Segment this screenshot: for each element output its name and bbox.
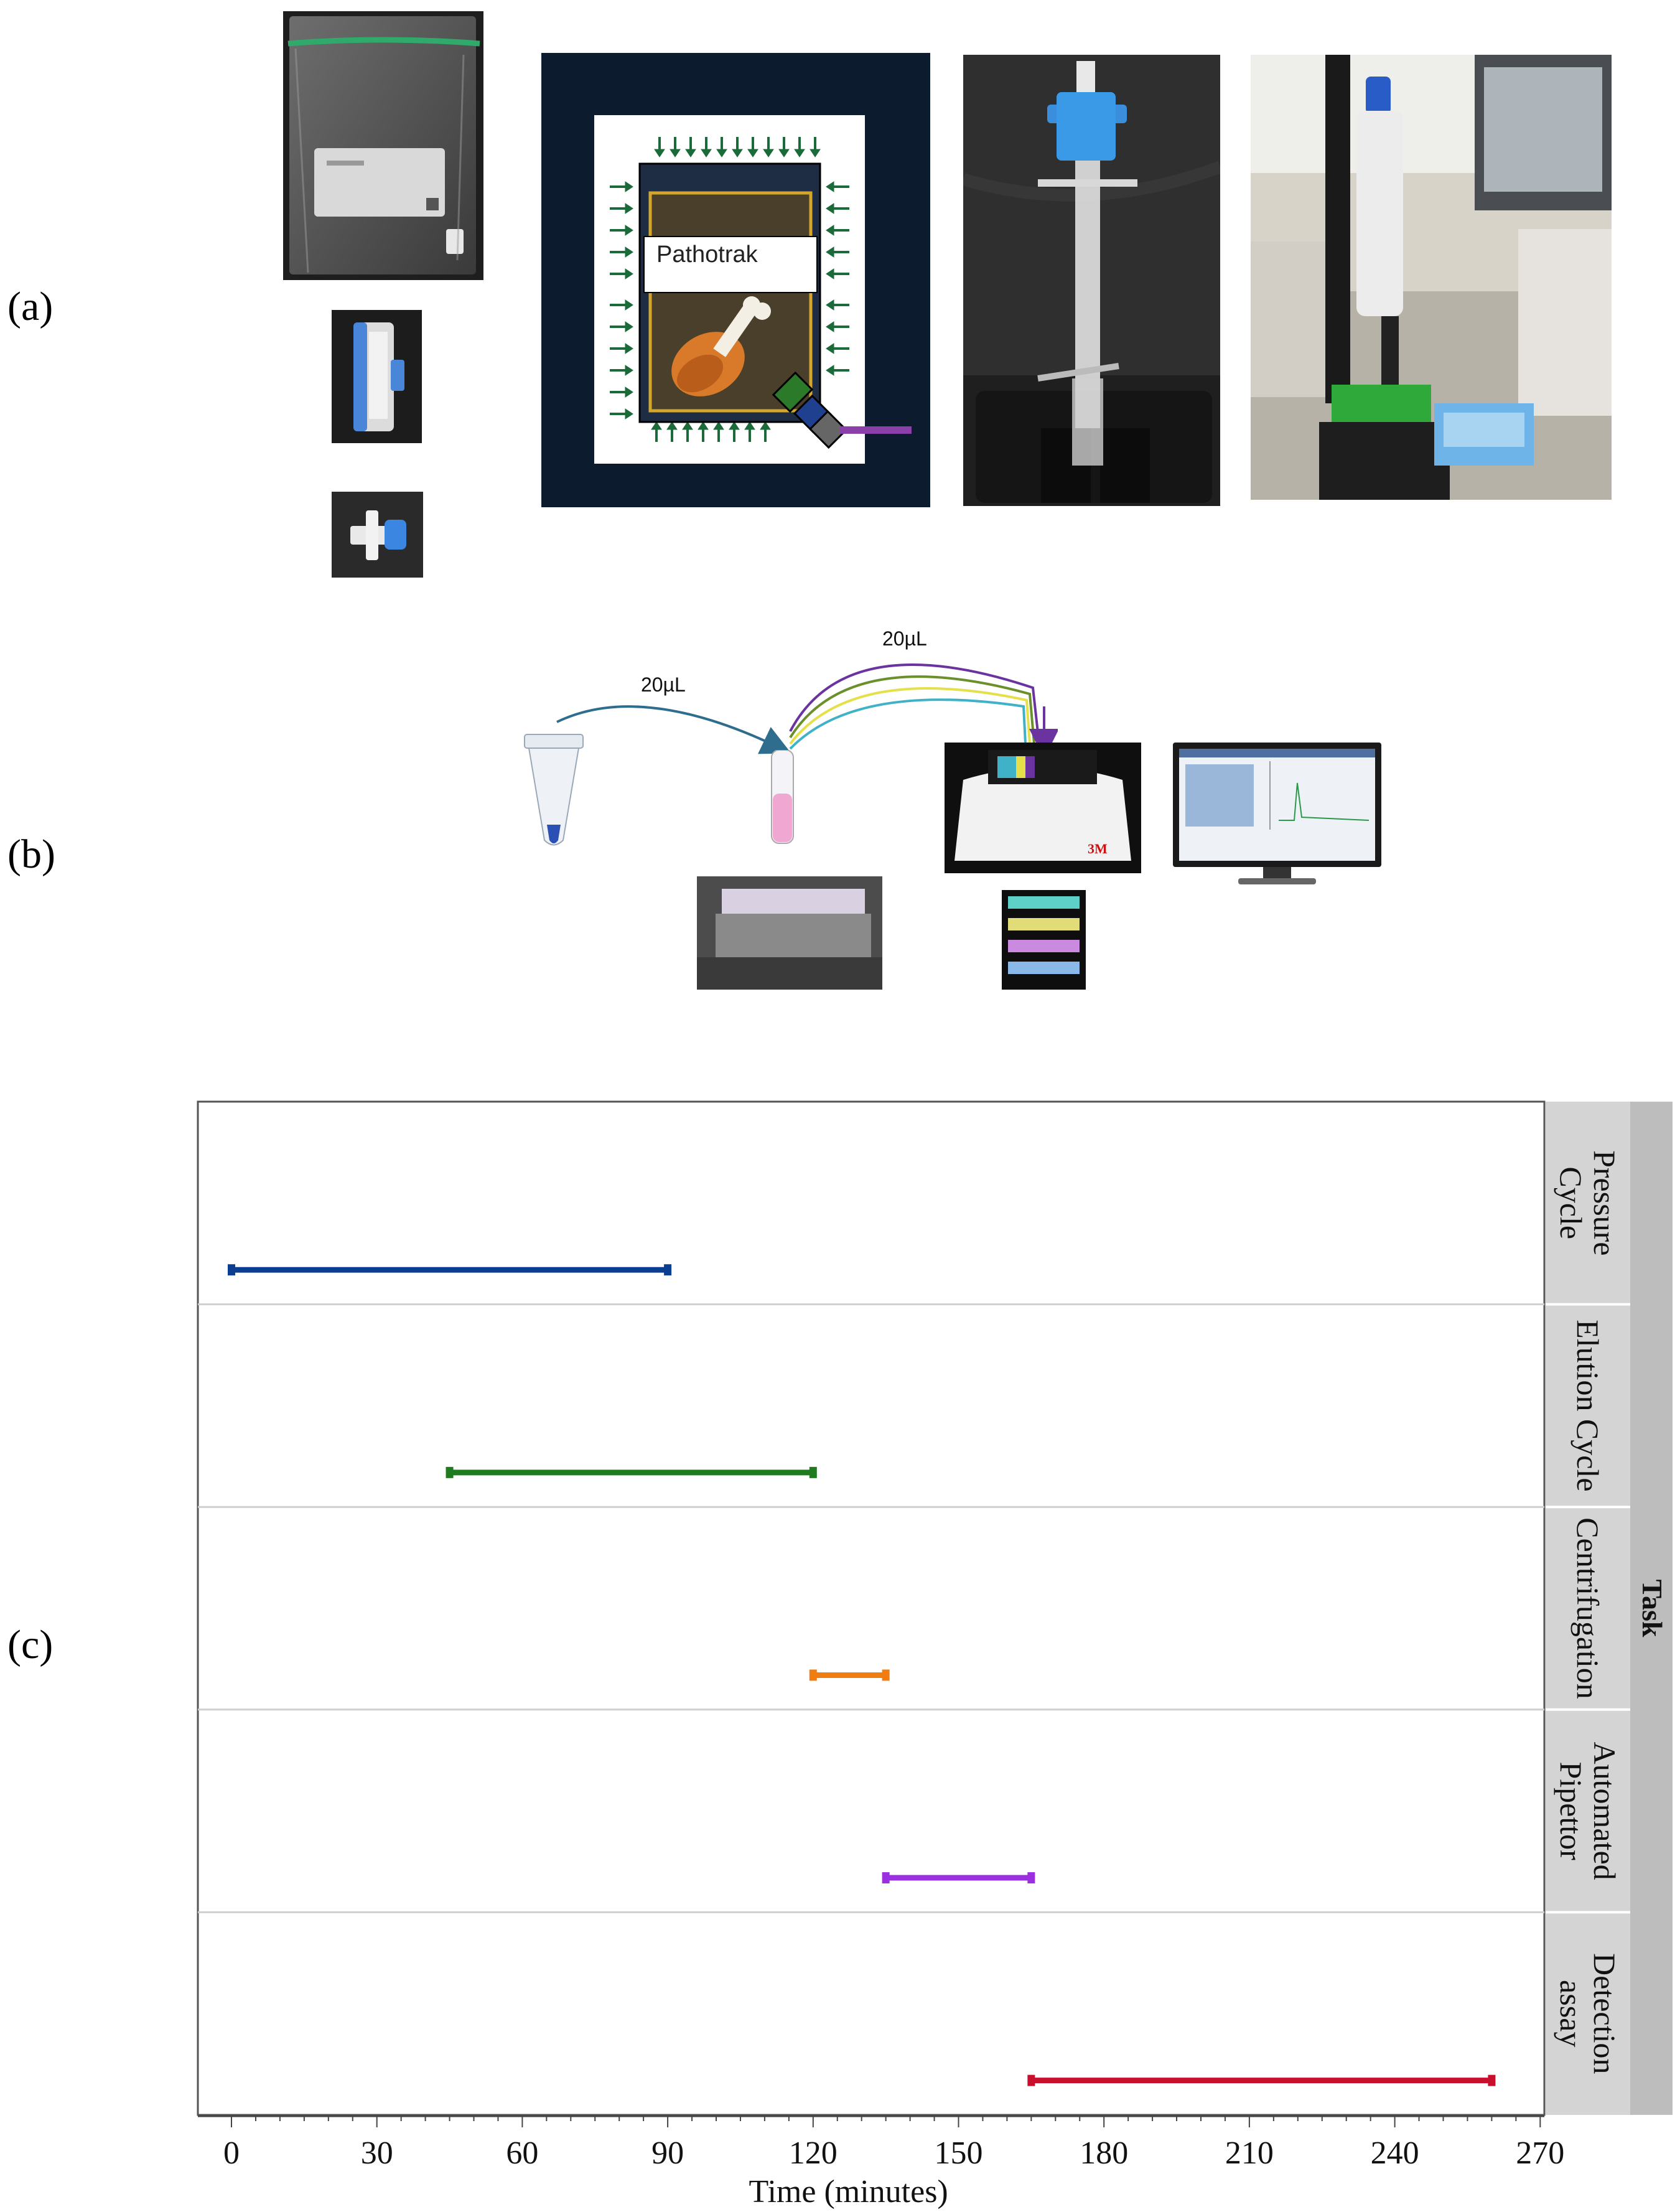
x-tick-label: 180 — [1080, 2135, 1128, 2171]
x-tick-label: 90 — [651, 2135, 684, 2171]
facet-title: Task — [1636, 1580, 1668, 1638]
bar-end-cap — [1488, 2074, 1496, 2086]
sample-bag-photo — [283, 11, 483, 280]
bar-start-cap — [228, 1264, 235, 1276]
bar-start-cap — [809, 1669, 817, 1681]
detection-instrument-photo: 3M — [945, 743, 1141, 873]
facet-label: Cycle — [1554, 1166, 1589, 1239]
x-tick-label: 30 — [361, 2135, 393, 2171]
facet-label: Detection — [1587, 1953, 1622, 2074]
computer-monitor — [1170, 739, 1384, 889]
bar-end-cap — [882, 1669, 890, 1681]
transfer-volume-label-2: 20µL — [882, 627, 927, 650]
x-tick-label: 150 — [935, 2135, 983, 2171]
pathotrak-label: Pathotrak — [656, 241, 758, 268]
x-tick-label: 0 — [223, 2135, 240, 2171]
x-axis-label: Time (minutes) — [749, 2174, 948, 2209]
connector-photo — [332, 492, 423, 578]
facet-label: assay — [1554, 1980, 1589, 2047]
tube-strips-photo — [1002, 890, 1086, 990]
bar-start-cap — [1027, 2074, 1035, 2086]
3m-logo: 3M — [1088, 841, 1108, 856]
panel-label-c: (c) — [7, 1622, 54, 1667]
bar-end-cap — [1027, 1872, 1035, 1884]
x-tick-label: 270 — [1516, 2135, 1564, 2171]
x-tick-label: 120 — [789, 2135, 838, 2171]
bar-end-cap — [809, 1466, 817, 1478]
bar-start-cap — [446, 1466, 454, 1478]
workflow-arrows — [498, 613, 1059, 775]
automated-pipettor-photo — [1251, 55, 1612, 500]
facet-label: Elution Cycle — [1570, 1319, 1605, 1491]
x-tick-label: 60 — [506, 2135, 538, 2171]
facet-label: Pressure — [1587, 1150, 1622, 1255]
facet-label: Pipettor — [1554, 1761, 1589, 1860]
x-tick-label: 240 — [1371, 2135, 1419, 2171]
eppendorf-tube — [520, 731, 588, 853]
syringe-photo — [963, 55, 1220, 506]
facet-title-strip — [1630, 1102, 1673, 2115]
bar-start-cap — [882, 1872, 890, 1884]
facet-strip-column — [1546, 1102, 1630, 2115]
pathotrak-diagram: Pathotrak — [541, 53, 930, 507]
facet-label: Centrifugation — [1570, 1517, 1605, 1699]
filter-photo — [332, 310, 422, 443]
x-tick-label: 210 — [1225, 2135, 1274, 2171]
panel-label-b: (b) — [7, 832, 55, 877]
facet-label: Automated — [1587, 1742, 1622, 1880]
panel-label-a: (a) — [7, 284, 54, 329]
bar-end-cap — [664, 1264, 672, 1276]
sample-tube-pink — [768, 749, 796, 850]
tube-rack-photo — [697, 876, 882, 990]
transfer-volume-label-1: 20µL — [641, 673, 686, 696]
plot-area — [197, 1100, 1546, 2116]
